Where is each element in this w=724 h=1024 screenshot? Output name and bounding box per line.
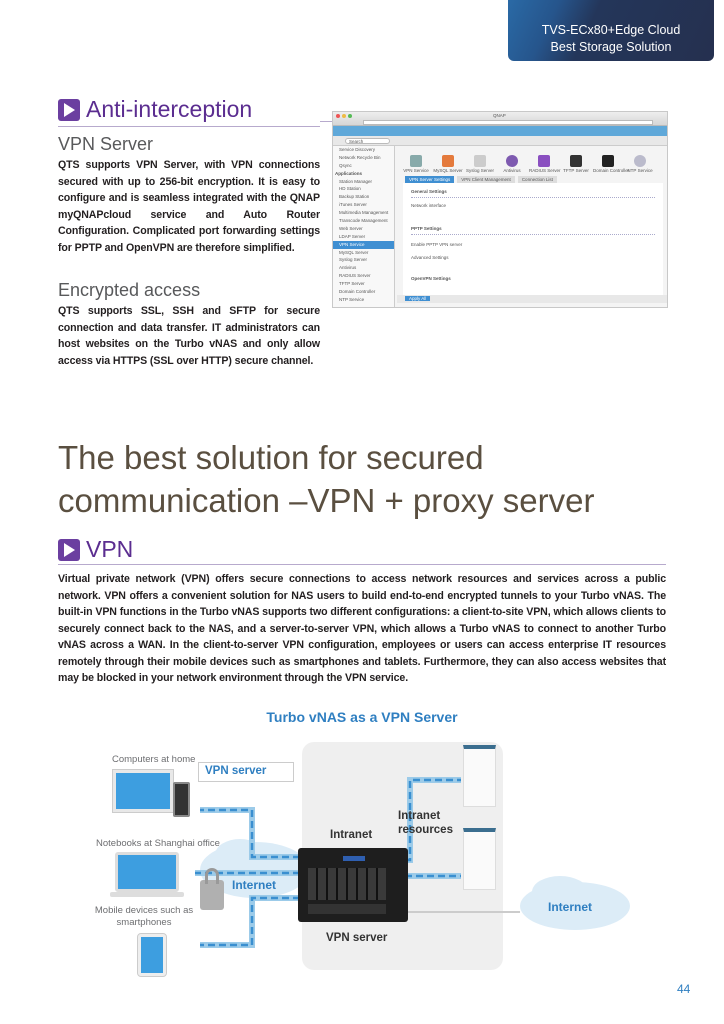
sidebar-item-selected: VPN Service [333, 240, 394, 249]
window-title: QNAP [493, 113, 506, 118]
sidebar-item: NTP Service [339, 296, 365, 302]
sidebar-item: Transcode Management [339, 218, 388, 224]
sidebar-item: Applications [335, 170, 363, 176]
section-heading: VPN [58, 536, 666, 563]
section-title: Anti-interception [86, 96, 253, 122]
tab: Connection List [517, 176, 557, 183]
server-icon [463, 828, 496, 890]
label: PPTP Settings [411, 226, 442, 231]
smartphone-icon [137, 933, 167, 977]
sidebar-item: Domain Controller [339, 289, 376, 295]
sidebar-item: MySQL Server [339, 249, 369, 255]
service-icon: RADIUS Server [529, 152, 561, 173]
chevron-right-icon [58, 98, 80, 121]
sidebar-item: RADIUS Server [339, 273, 371, 279]
service-icon: Syslog Server [465, 152, 495, 173]
sidebar-item: Backup Station [339, 194, 370, 200]
service-icon: VPN Service [401, 152, 431, 173]
sidebar-item: Service Discovery [339, 147, 376, 152]
minimize-icon [342, 114, 346, 118]
toolbar: Search [333, 136, 667, 146]
vpn-server-label: VPN server [326, 932, 388, 944]
service-icon: Antivirus [497, 152, 527, 173]
section-heading: Anti-interception [58, 96, 320, 123]
label: Advanced Settings [411, 255, 449, 260]
label: OpenVPN Settings [411, 276, 451, 281]
sidebar-item: Web Server [339, 225, 363, 231]
encrypted-access-heading: Encrypted access [58, 280, 201, 300]
search-input: Search [345, 138, 390, 144]
desktop-icon [112, 769, 174, 813]
service-icon: NTP Service [625, 152, 655, 173]
computers-label: Computers at home [112, 754, 196, 765]
divider [58, 564, 666, 565]
address-bar [363, 120, 653, 125]
vpn-server-heading: VPN Server [58, 134, 154, 154]
qnap-screenshot: QNAP Search Service Discovery Network Re… [332, 111, 668, 308]
internet-label: Internet [232, 878, 277, 892]
vpn-text: Virtual private network (VPN) offers sec… [58, 573, 666, 684]
sidebar-item: LDAP Server [339, 233, 366, 239]
footer: Apply All [397, 295, 667, 303]
tab: VPN Client Management [457, 176, 515, 183]
badge-line-2: Best Storage Solution [550, 40, 672, 54]
tabs: VPN Server Settings VPN Client Managemen… [397, 176, 667, 183]
service-icon: MySQL Server [433, 152, 463, 173]
qts-nav-bar [333, 126, 667, 136]
sidebar-item: HD Station [339, 186, 361, 192]
brand-badge: TVS-ECx80+Edge Cloud Best Storage Soluti… [508, 0, 714, 61]
intranet-resources-label: Intranet resources [398, 810, 453, 836]
tab: VPN Server Settings [405, 176, 455, 183]
title-line-2: communication –VPN + proxy server [58, 482, 595, 519]
badge-line-1: TVS-ECx80+Edge Cloud [541, 23, 681, 37]
divider [58, 126, 320, 127]
sidebar-item: Syslog Server [339, 257, 368, 263]
chevron-right-icon [58, 538, 80, 561]
close-icon [336, 114, 340, 118]
label: General Settings [411, 189, 447, 194]
diagram-title: Turbo vNAS as a VPN Server [266, 709, 458, 725]
label: Enable PPTP VPN server [411, 242, 463, 247]
section-title: VPN [86, 536, 134, 562]
service-icon: Domain Controller [593, 152, 629, 173]
window-titlebar: QNAP [333, 112, 667, 126]
vpn-server-text: QTS supports VPN Server, with VPN connec… [58, 159, 320, 254]
title-line-1: The best solution for secured [58, 439, 484, 476]
service-icon: TFTP Server [561, 152, 591, 173]
notebooks-label: Notebooks at Shanghai office [96, 838, 220, 849]
page-title: The best solution for secured communicat… [58, 436, 594, 522]
sidebar-item: iTunes Server [339, 202, 367, 208]
sidebar-item: TFTP Server [339, 281, 365, 287]
sidebar-item: Qsync [339, 162, 352, 168]
sidebar: Service Discovery Network Recycle Bin Qs… [333, 146, 395, 307]
maximize-icon [348, 114, 352, 118]
intranet-label: Intranet [330, 829, 373, 841]
apply-button: Apply All [405, 296, 431, 301]
sidebar-item: Multimedia Management [339, 210, 389, 216]
sidebar-item: Network Recycle Bin [339, 154, 381, 160]
vpn-section: VPN Virtual private network (VPN) offers… [58, 536, 666, 687]
encrypted-access-text: QTS supports SSL, SSH and SFTP for secur… [58, 305, 320, 367]
mobile-label: Mobile devices such as smartphones [94, 905, 194, 928]
page-number: 44 [677, 982, 691, 996]
sidebar-item: Antivirus [339, 265, 357, 271]
nas-device-icon [298, 848, 408, 922]
vpn-server-callout: VPN server [198, 762, 294, 782]
internet-label: Internet [548, 900, 593, 914]
anti-interception-section: Anti-interception VPN Server QTS support… [58, 96, 320, 369]
settings-panel: General Settings Network interface PPTP … [403, 183, 663, 295]
lock-icon [200, 880, 224, 910]
laptop-icon [115, 852, 179, 892]
tablet-icon [173, 782, 190, 817]
server-icon [463, 745, 496, 807]
label: Network interface [411, 203, 447, 208]
sidebar-item: Station Manager [339, 178, 373, 184]
